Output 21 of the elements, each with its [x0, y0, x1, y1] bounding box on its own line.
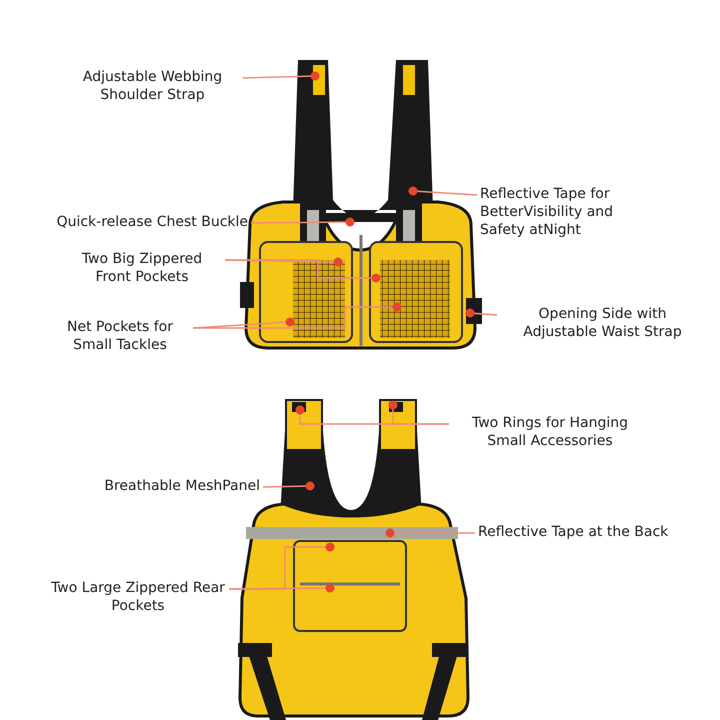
leader-line	[193, 302, 402, 329]
leader-line	[229, 542, 334, 590]
callout-label: Quick-release Chest Buckle	[56, 213, 248, 231]
callout-label: Reflective Tape for BetterVisibility and Safety atNight	[480, 185, 660, 239]
leader-line	[466, 308, 498, 318]
leader-line	[192, 318, 294, 329]
callout-label: Two Rings for Hanging Small Accessories	[452, 414, 648, 450]
leader-line	[251, 218, 354, 226]
callout-label: Net Pockets for Small Tackles	[50, 318, 190, 354]
leader-line	[242, 72, 320, 80]
callout-label: Reflective Tape at the Back	[478, 523, 668, 541]
callout-label: Two Large Zippered Rear Pockets	[50, 579, 226, 615]
leader-line	[408, 186, 478, 196]
leader-line	[262, 482, 314, 490]
leader-line	[225, 259, 380, 282]
leader-line	[386, 528, 475, 538]
callout-label: Breathable MeshPanel	[104, 477, 260, 495]
leader-line	[388, 400, 449, 425]
callout-label: Adjustable Webbing Shoulder Strap	[65, 68, 240, 104]
callout-label: Two Big Zippered Front Pockets	[62, 250, 222, 286]
callout-label: Opening Side with Adjustable Waist Strap	[500, 305, 705, 341]
